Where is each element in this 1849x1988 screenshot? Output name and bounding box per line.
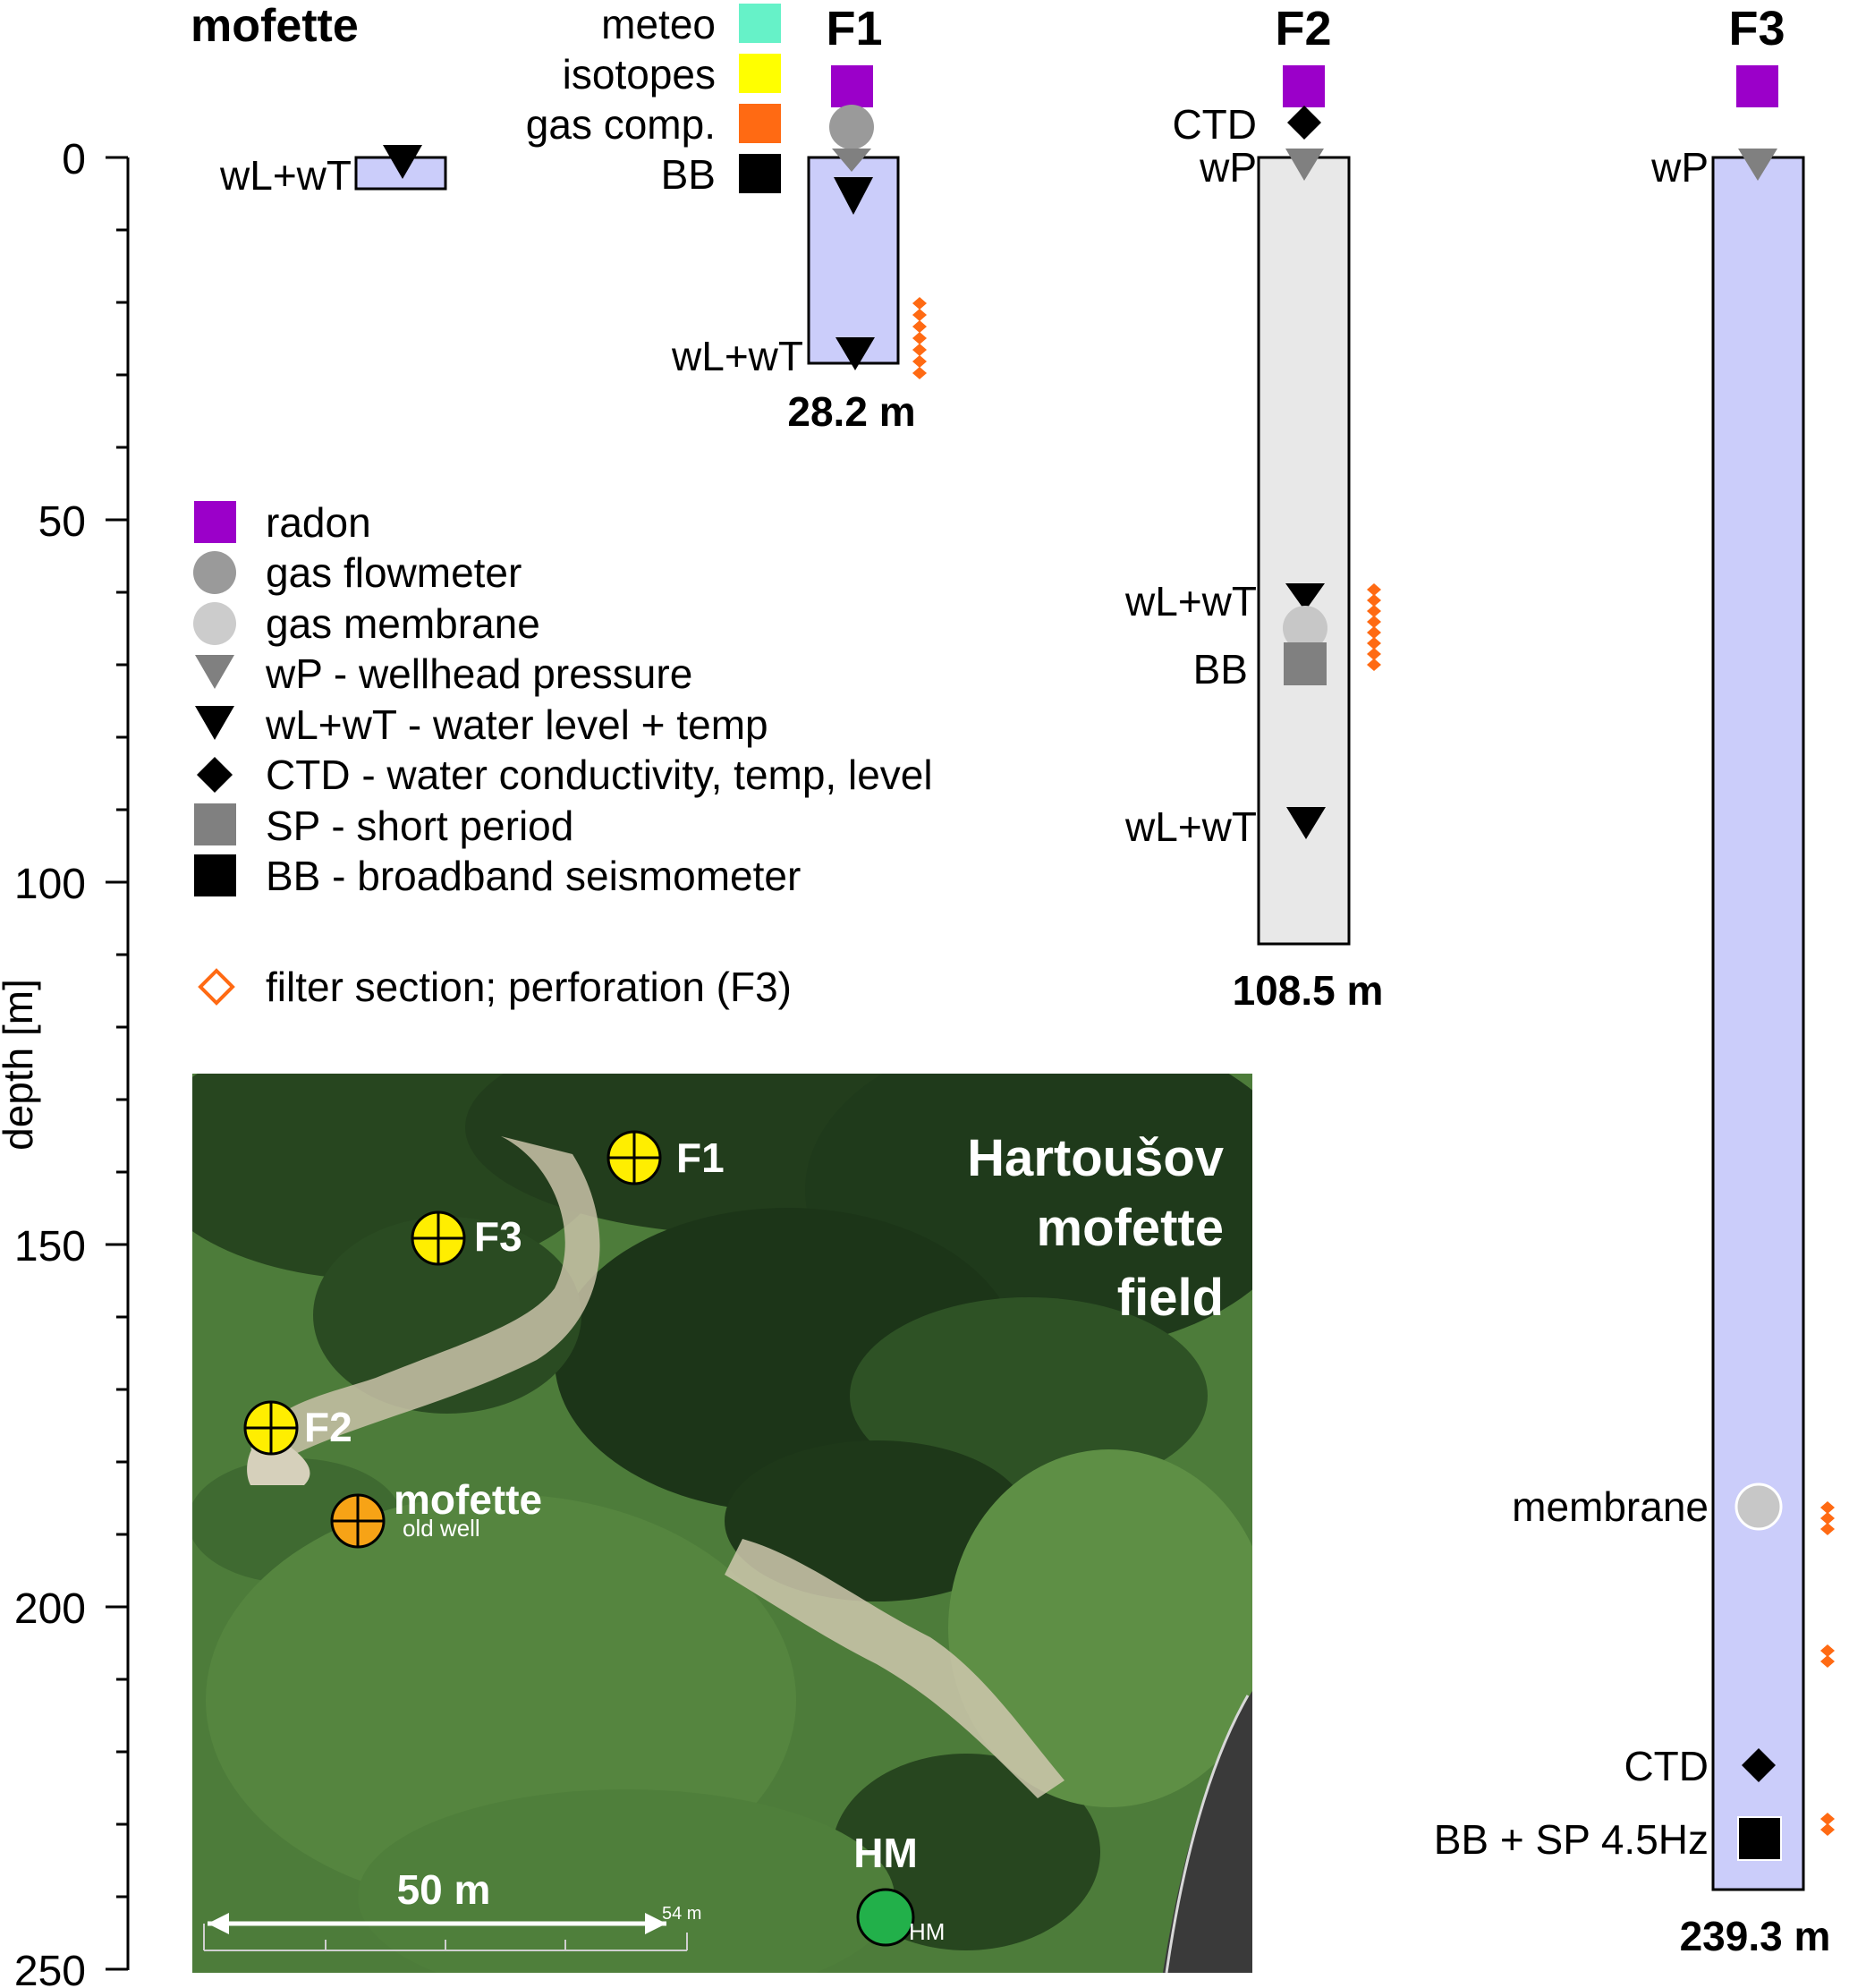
f3-ctd-label: CTD xyxy=(1624,1743,1709,1789)
isotopes-label: isotopes xyxy=(563,51,716,98)
scale-label: 50 m xyxy=(397,1866,491,1913)
f3-gas-membrane-icon xyxy=(1734,1483,1783,1531)
f2-wl-upper-label: wL+wT xyxy=(1124,578,1257,624)
f1-radon-icon xyxy=(831,65,873,107)
tick-label-150: 150 xyxy=(14,1223,86,1270)
legend-broadband-icon xyxy=(194,854,236,896)
legend-gas-flowmeter-icon xyxy=(193,551,236,594)
site-label-f3: F3 xyxy=(474,1213,522,1260)
legend-ctd-icon xyxy=(197,757,233,793)
hm-marker xyxy=(856,1888,915,1947)
old-well-label: old well xyxy=(403,1515,480,1542)
legend-label: gas flowmeter xyxy=(266,549,522,596)
scale-small-label: 54 m xyxy=(662,1904,701,1924)
f3-ctd-icon xyxy=(1742,1748,1776,1782)
f1-water-level-top-icon xyxy=(834,177,873,215)
f2-short-period-icon xyxy=(1284,642,1327,685)
f1-bb-label: BB xyxy=(661,151,716,198)
site-label-mofette: mofette xyxy=(394,1476,542,1523)
f3-radon-icon xyxy=(1736,65,1778,107)
water-level-temp-icon xyxy=(383,145,422,179)
meteo-icon xyxy=(739,4,781,43)
f3-title: F3 xyxy=(1728,2,1785,55)
f2-wl-lower-label: wL+wT xyxy=(1124,803,1257,850)
f1-bb-icon xyxy=(739,154,781,193)
hm-label: HM xyxy=(853,1830,918,1876)
site-marker-f2 xyxy=(243,1400,299,1456)
legend-label: gas membrane xyxy=(266,600,540,647)
tick-label-250: 250 xyxy=(14,1948,86,1988)
legend: radon gas flowmeter gas membrane wP - we… xyxy=(193,499,933,1010)
map-title-line: Hartoušov xyxy=(967,1129,1224,1187)
legend-short-period-icon xyxy=(194,803,236,845)
site-marker-mofette xyxy=(330,1493,386,1549)
f3-depth: 239.3 m xyxy=(1680,1913,1831,1959)
legend-label: BB - broadband seismometer xyxy=(266,853,801,899)
f3-perforations xyxy=(1820,1501,1835,1836)
legend-radon-icon xyxy=(194,501,236,543)
hm-small-label: HM xyxy=(909,1918,945,1945)
f2-radon-icon xyxy=(1283,65,1325,107)
site-marker-f3 xyxy=(411,1211,466,1266)
f1-gas-flowmeter-icon xyxy=(829,105,874,149)
legend-label: CTD - water conductivity, temp, level xyxy=(266,752,933,798)
f1-wellhead-pressure-icon xyxy=(832,149,871,172)
map-title-line: mofette xyxy=(1037,1199,1224,1257)
isotopes-icon xyxy=(739,54,781,93)
axis-label: depth [m] xyxy=(0,979,41,1151)
mofette-title: mofette xyxy=(191,0,359,52)
f1-bottom-label: wL+wT xyxy=(671,333,803,379)
f2-wellhead-pressure-icon xyxy=(1285,149,1324,181)
f1-title: F1 xyxy=(826,2,882,55)
f2-water-level-lower-icon xyxy=(1286,807,1326,839)
legend-label: wP - wellhead pressure xyxy=(265,650,692,697)
f2-title: F2 xyxy=(1275,2,1331,55)
f2-filter-section xyxy=(1367,583,1381,671)
legend-label: radon xyxy=(266,499,371,546)
f2-wp-label: wP xyxy=(1199,144,1257,191)
aerial-map: Hartoušov mofette field F1 F3 F2 m xyxy=(192,1074,1252,1973)
f1-depth: 28.2 m xyxy=(787,388,915,435)
tick-label-0: 0 xyxy=(62,136,86,183)
f3-broadband-sp-icon xyxy=(1737,1816,1782,1861)
f2-ctd-label: CTD xyxy=(1172,101,1257,148)
f2-water-level-upper-icon xyxy=(1285,583,1325,611)
depth-axis xyxy=(106,156,130,1971)
legend-water-level-icon xyxy=(195,706,234,740)
f2-depth: 108.5 m xyxy=(1233,967,1384,1014)
tick-label-100: 100 xyxy=(14,861,86,908)
tick-label-200: 200 xyxy=(14,1585,86,1633)
f3-well xyxy=(1711,156,1805,1891)
legend-label: wL+wT - water level + temp xyxy=(265,701,768,748)
gas-comp-label: gas comp. xyxy=(526,101,716,148)
site-label-f1: F1 xyxy=(676,1134,725,1181)
f3-wp-label: wP xyxy=(1650,144,1709,191)
f2-bb-label: BB xyxy=(1193,646,1248,692)
f1-filter-section xyxy=(912,297,927,379)
gas-comp-icon xyxy=(739,104,781,143)
tick-label-50: 50 xyxy=(38,498,86,546)
f3-membrane-label: membrane xyxy=(1512,1483,1709,1530)
legend-label: SP - short period xyxy=(266,803,573,849)
f2-ctd-icon xyxy=(1287,106,1321,140)
f3-wellhead-pressure-icon xyxy=(1738,149,1777,181)
f1-water-level-bottom-icon xyxy=(835,337,875,370)
legend-gas-membrane-icon xyxy=(193,602,236,645)
map-title-line: field xyxy=(1117,1269,1224,1327)
legend-wellhead-pressure-icon xyxy=(195,655,234,689)
legend-label: filter section; perforation (F3) xyxy=(266,964,792,1010)
site-label-f2: F2 xyxy=(304,1404,352,1450)
meteo-label: meteo xyxy=(601,1,716,47)
site-marker-f1 xyxy=(606,1130,662,1185)
f3-bb-sp-label: BB + SP 4.5Hz xyxy=(1434,1816,1709,1863)
mofette-sensor-label: wL+wT xyxy=(219,152,352,199)
scale-bar xyxy=(203,1913,688,1951)
f2-gas-membrane-icon xyxy=(1283,606,1327,650)
legend-filter-icon xyxy=(198,968,235,1006)
